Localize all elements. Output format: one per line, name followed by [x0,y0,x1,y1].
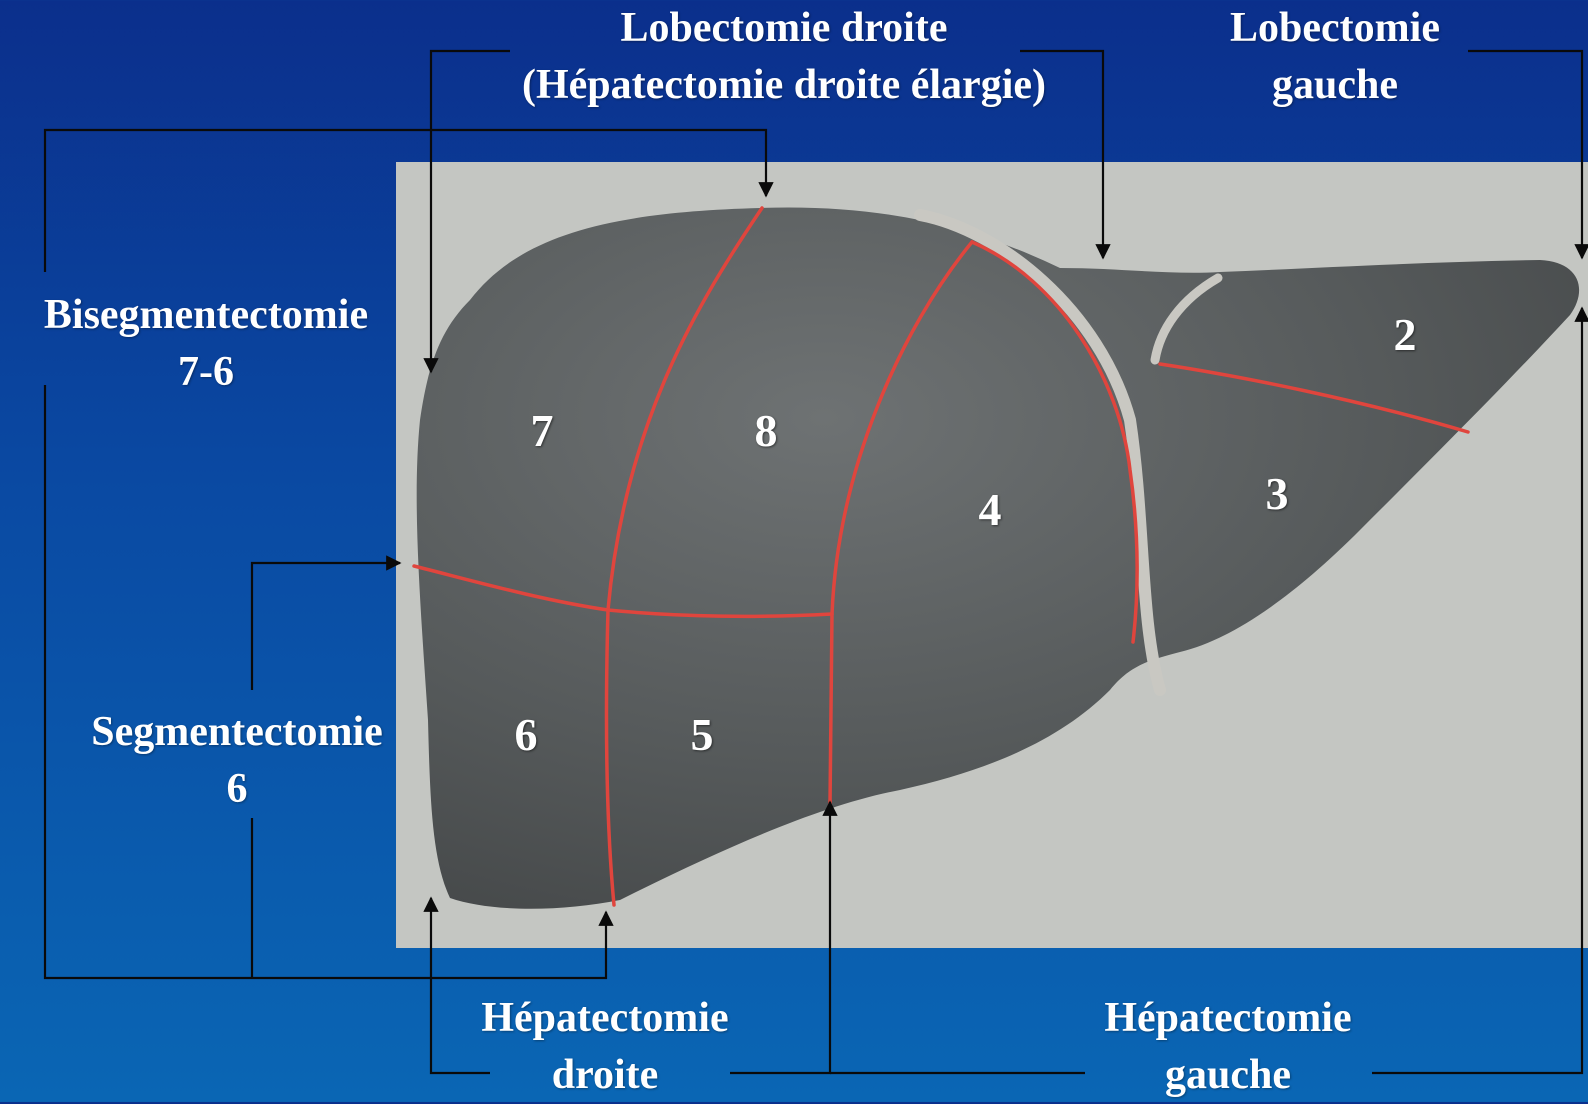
label-hepatectomie-droite: Hépatectomie droite [455,990,755,1104]
segment-8-label: 8 [736,408,796,454]
label-segmentectomie-line2: 6 [62,761,412,818]
label-lobectomie-droite-line2: (Hépatectomie droite élargie) [476,57,1092,114]
label-hepatectomie-gauche-line2: gauche [1078,1047,1378,1104]
label-lobectomie-gauche: Lobectomie gauche [1190,0,1480,114]
segment-5-label: 5 [672,712,732,758]
label-hepatectomie-droite-line1: Hépatectomie [455,990,755,1047]
segment-3-label: 3 [1247,471,1307,517]
label-lobectomie-gauche-line2: gauche [1190,57,1480,114]
label-bisegmentectomie-line1: Bisegmentectomie [12,287,400,344]
segment-6-label: 6 [496,712,556,758]
label-lobectomie-droite-line1: Lobectomie droite [476,0,1092,57]
label-lobectomie-gauche-line1: Lobectomie [1190,0,1480,57]
label-hepatectomie-droite-line2: droite [455,1047,755,1104]
label-bisegmentectomie: Bisegmentectomie 7-6 [12,287,400,401]
label-segmentectomie: Segmentectomie 6 [62,704,412,818]
segment-4-label: 4 [960,487,1020,533]
connector-segmentectomie-top [252,563,400,690]
label-hepatectomie-gauche-line1: Hépatectomie [1078,990,1378,1047]
segment-7-label: 7 [512,408,572,454]
label-hepatectomie-gauche: Hépatectomie gauche [1078,990,1378,1104]
segment-2-label: 2 [1375,312,1435,358]
label-bisegmentectomie-line2: 7-6 [12,344,400,401]
label-segmentectomie-line1: Segmentectomie [62,704,412,761]
label-lobectomie-droite: Lobectomie droite (Hépatectomie droite é… [476,0,1092,114]
